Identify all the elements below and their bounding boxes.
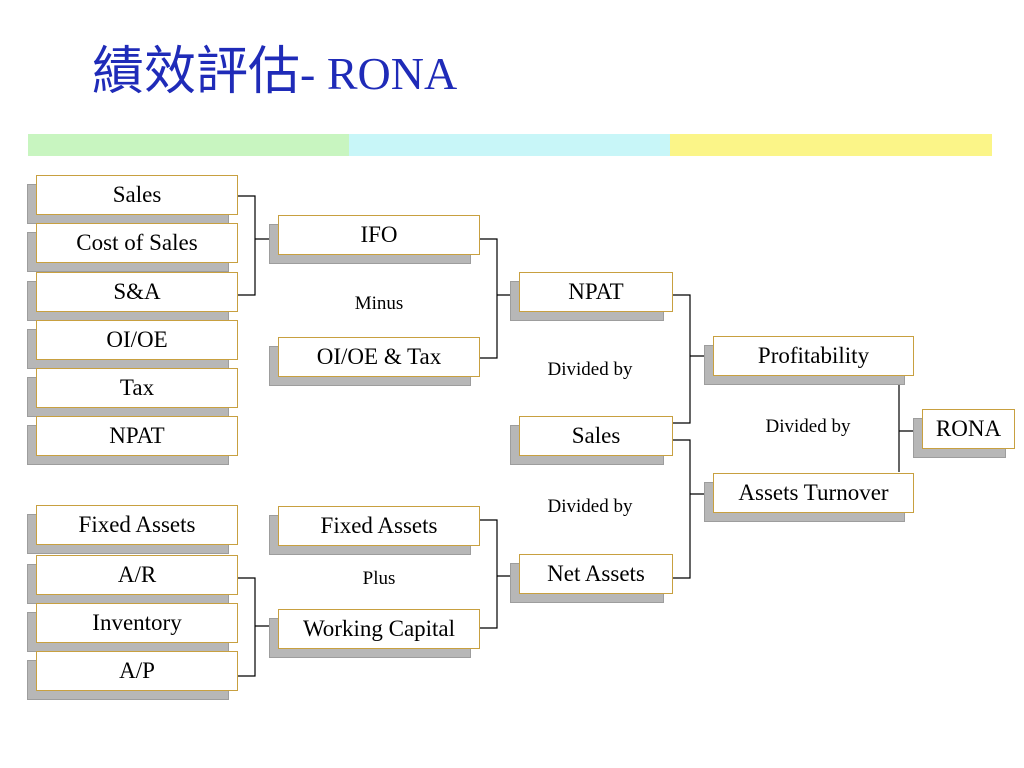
node-assets-turnover: Assets Turnover <box>704 473 914 522</box>
bracket-net-assets <box>480 519 498 629</box>
operator-divided-by-2: Divided by <box>547 496 633 517</box>
title-cjk: 績效評估 <box>92 42 301 102</box>
node-label: NPAT <box>36 416 238 456</box>
node-label: OI/OE <box>36 320 238 360</box>
bracket-working-capital <box>238 577 256 677</box>
bracket-npat <box>480 238 498 359</box>
color-band-yellow <box>670 134 992 156</box>
node-npat-input: NPAT <box>27 416 238 465</box>
node-fixed-assets-input: Fixed Assets <box>27 505 238 554</box>
node-label: Sales <box>36 175 238 215</box>
node-net-assets: Net Assets <box>510 554 673 603</box>
node-label: NPAT <box>519 272 673 312</box>
node-ifo: IFO <box>269 215 480 264</box>
node-label: Inventory <box>36 603 238 643</box>
node-fixed-assets-mid: Fixed Assets <box>269 506 480 555</box>
node-oi-oe-tax: OI/OE & Tax <box>269 337 480 386</box>
bracket-profitability <box>673 294 691 424</box>
node-label: Cost of Sales <box>36 223 238 263</box>
node-sales-mid: Sales <box>510 416 673 465</box>
node-oi-oe: OI/OE <box>27 320 238 369</box>
node-label: S&A <box>36 272 238 312</box>
node-rona: RONA <box>913 409 1015 458</box>
operator-plus: Plus <box>362 568 396 589</box>
node-label: A/R <box>36 555 238 595</box>
node-label: Working Capital <box>278 609 480 649</box>
operator-minus: Minus <box>354 293 404 314</box>
node-inventory: Inventory <box>27 603 238 652</box>
operator-divided-by-3: Divided by <box>765 416 851 437</box>
node-ar: A/R <box>27 555 238 604</box>
node-label: Tax <box>36 368 238 408</box>
node-label: Sales <box>519 416 673 456</box>
bracket-assets-turnover <box>673 439 691 579</box>
node-npat-mid: NPAT <box>510 272 673 321</box>
node-label: Fixed Assets <box>278 506 480 546</box>
node-profitability: Profitability <box>704 336 914 385</box>
node-label: Net Assets <box>519 554 673 594</box>
node-working-capital: Working Capital <box>269 609 480 658</box>
color-band-green <box>28 134 349 156</box>
node-label: Assets Turnover <box>713 473 914 513</box>
color-band-cyan <box>349 134 670 156</box>
node-label: RONA <box>922 409 1015 449</box>
node-label: Fixed Assets <box>36 505 238 545</box>
node-s-and-a: S&A <box>27 272 238 321</box>
node-sales-input: Sales <box>27 175 238 224</box>
node-label: Profitability <box>713 336 914 376</box>
node-label: OI/OE & Tax <box>278 337 480 377</box>
bracket-ifo <box>238 195 256 296</box>
node-label: IFO <box>278 215 480 255</box>
node-label: A/P <box>36 651 238 691</box>
page-title: 績效評估- RONA <box>92 46 457 98</box>
operator-divided-by-1: Divided by <box>547 359 633 380</box>
title-latin: - RONA <box>300 48 458 99</box>
node-cost-of-sales: Cost of Sales <box>27 223 238 272</box>
node-tax: Tax <box>27 368 238 417</box>
node-ap: A/P <box>27 651 238 700</box>
